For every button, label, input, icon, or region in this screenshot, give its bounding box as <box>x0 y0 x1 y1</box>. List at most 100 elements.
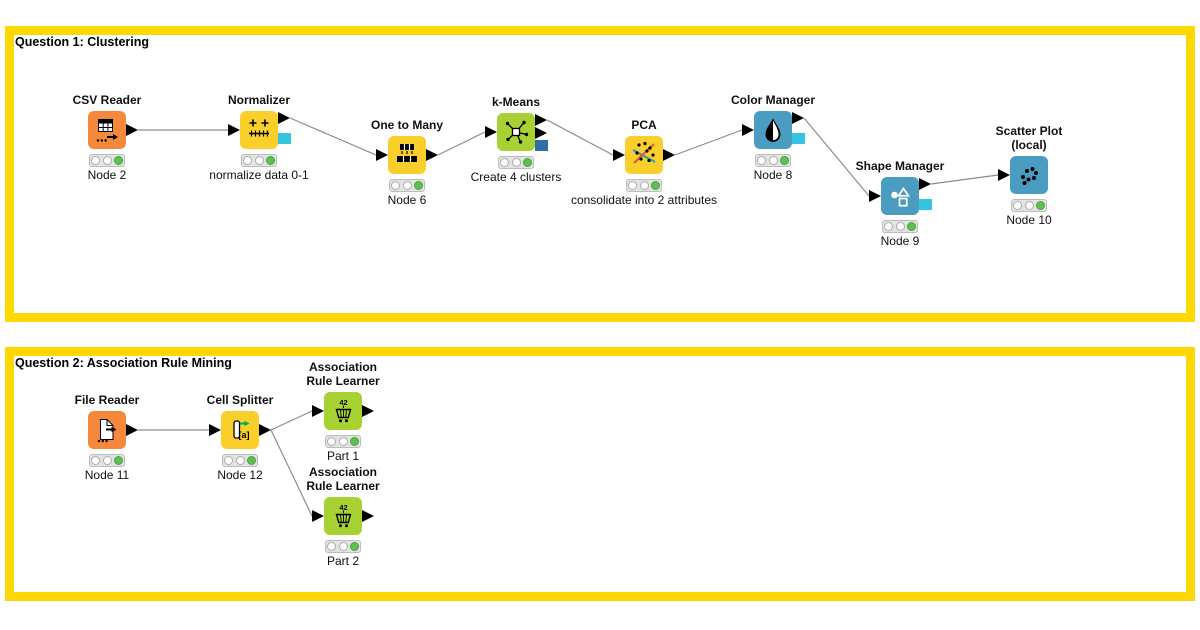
one-to-many-title: One to Many <box>370 118 443 132</box>
normalizer-icon <box>249 119 269 137</box>
one-to-many-node[interactable] <box>388 136 426 174</box>
csv-reader-node[interactable] <box>88 111 126 149</box>
one-to-many-status-light <box>389 179 425 192</box>
file-reader-title: File Reader <box>74 393 140 407</box>
shape-manager-title: Shape Manager <box>855 159 945 173</box>
normalizer-output-port[interactable] <box>278 133 291 144</box>
file-reader-status-light <box>89 454 125 467</box>
cell-splitter-output-port[interactable] <box>259 424 271 436</box>
kmeans-icon <box>505 120 529 144</box>
status-dot <box>768 156 778 165</box>
csv-table-icon <box>96 119 118 142</box>
cell-splitter-input-port[interactable] <box>209 424 221 436</box>
csv-reader-title: CSV Reader <box>72 93 142 107</box>
cell-splitter-icon: [a] <box>233 420 250 440</box>
workflow-annotation[interactable]: Question 1: Clustering <box>5 26 1195 322</box>
status-dot <box>402 181 412 190</box>
scatter-plot-label: Node 10 <box>1006 213 1052 227</box>
shape-manager-output-port[interactable] <box>919 178 931 190</box>
color-manager-status-light <box>755 154 791 167</box>
status-dot <box>235 456 245 465</box>
k-means-label: Create 4 clusters <box>470 170 562 184</box>
file-reader-output-port[interactable] <box>126 424 138 436</box>
one-to-many-output-port[interactable] <box>426 149 438 161</box>
annotation-title: Question 1: Clustering <box>15 35 150 49</box>
file-reader-node[interactable] <box>88 411 126 449</box>
assoc-rule-learner-1-label: Part 1 <box>326 449 359 463</box>
pca-node[interactable] <box>625 136 663 174</box>
color-manager-output-port[interactable] <box>792 133 805 144</box>
status-green-dot <box>266 156 275 165</box>
status-green-dot <box>1036 201 1045 210</box>
status-green-dot <box>523 158 532 167</box>
normalizer-node[interactable] <box>240 111 278 149</box>
pca-label: consolidate into 2 attributes <box>570 193 718 207</box>
scatter-plot-input-port[interactable] <box>998 169 1010 181</box>
status-dot <box>884 222 893 231</box>
pca-input-port[interactable] <box>613 149 625 161</box>
color-manager-input-port[interactable] <box>742 124 754 136</box>
shape-manager-output-port[interactable] <box>919 199 932 210</box>
k-means-output-port[interactable] <box>535 140 548 151</box>
status-dot <box>895 222 905 231</box>
scatter-icon <box>1021 167 1038 185</box>
status-green-dot <box>247 456 256 465</box>
pca-title: PCA <box>631 118 657 132</box>
status-dot <box>639 181 649 190</box>
file-reader-label: Node 11 <box>84 468 130 482</box>
assoc-rule-learner-2-output-port[interactable] <box>362 510 374 522</box>
normalizer-input-port[interactable] <box>228 124 240 136</box>
status-dot <box>327 437 336 446</box>
svg-text:42: 42 <box>339 503 347 512</box>
status-dot <box>91 456 100 465</box>
cell-splitter-title: Cell Splitter <box>206 393 274 407</box>
assoc-rule-learner-2-title: Association Rule Learner <box>306 465 380 493</box>
shape-manager-node[interactable] <box>881 177 919 215</box>
normalizer-output-port[interactable] <box>278 112 290 124</box>
status-green-dot <box>780 156 789 165</box>
csv-reader-output-port[interactable] <box>126 124 138 136</box>
k-means-output-port[interactable] <box>535 127 547 139</box>
assoc-rule-learner-2-input-port[interactable] <box>312 510 324 522</box>
assoc-rule-learner-2-status-light <box>325 540 361 553</box>
workflow-annotation[interactable]: Question 2: Association Rule Mining <box>5 347 1195 601</box>
scatter-plot-node[interactable] <box>1010 156 1048 194</box>
k-means-node[interactable] <box>497 113 535 151</box>
shape-manager-label: Node 9 <box>880 234 920 248</box>
cart-icon: 42 <box>335 503 352 528</box>
status-green-dot <box>350 542 359 551</box>
cell-splitter-node[interactable]: [a] <box>221 411 259 449</box>
assoc-rule-learner-1-status-light <box>325 435 361 448</box>
status-dot <box>511 158 521 167</box>
normalizer-status-light <box>241 154 277 167</box>
csv-reader-label: Node 2 <box>87 168 127 182</box>
cart-icon: 42 <box>335 398 352 423</box>
status-dot <box>243 156 252 165</box>
color-manager-output-port[interactable] <box>792 112 804 124</box>
k-means-status-light <box>498 156 534 169</box>
assoc-rule-learner-1-output-port[interactable] <box>362 405 374 417</box>
k-means-title: k-Means <box>491 95 541 109</box>
file-icon <box>97 419 117 443</box>
assoc-rule-learner-1-input-port[interactable] <box>312 405 324 417</box>
status-dot <box>338 437 348 446</box>
shape-manager-input-port[interactable] <box>869 190 881 202</box>
assoc-rule-learner-2-node[interactable]: 42 <box>324 497 362 535</box>
k-means-input-port[interactable] <box>485 126 497 138</box>
assoc-rule-learner-1-node[interactable]: 42 <box>324 392 362 430</box>
color-manager-node[interactable] <box>754 111 792 149</box>
cell-splitter-status-light <box>222 454 258 467</box>
assoc-rule-learner-2-label: Part 2 <box>326 554 359 568</box>
svg-text:[a]: [a] <box>239 430 250 440</box>
k-means-output-port[interactable] <box>535 114 547 126</box>
annotation-title: Question 2: Association Rule Mining <box>15 356 232 370</box>
status-dot <box>1013 201 1022 210</box>
normalizer-title: Normalizer <box>227 93 291 107</box>
pca-output-port[interactable] <box>663 149 675 161</box>
one-to-many-input-port[interactable] <box>376 149 388 161</box>
status-dot <box>102 456 112 465</box>
status-green-dot <box>114 456 123 465</box>
normalizer-label: normalize data 0-1 <box>209 168 309 182</box>
status-dot <box>91 156 100 165</box>
